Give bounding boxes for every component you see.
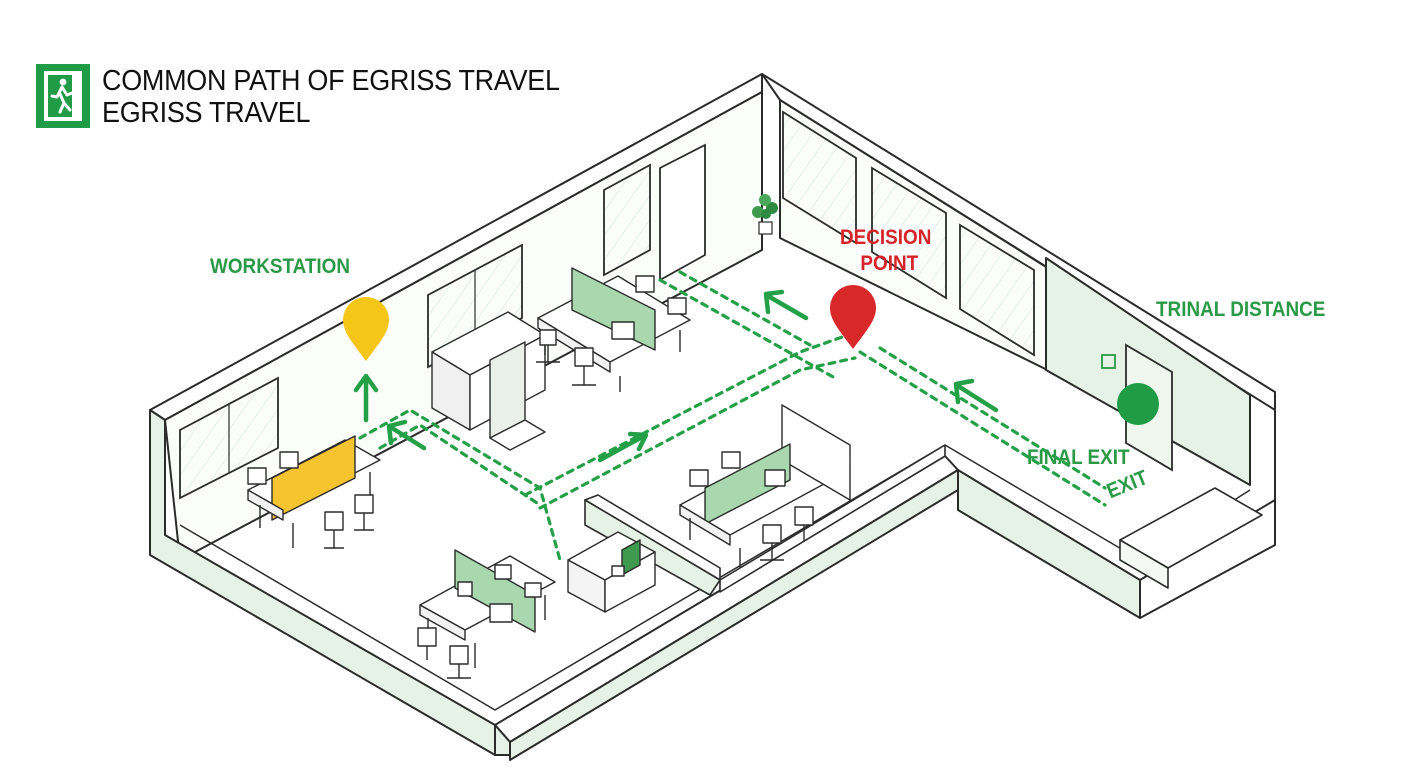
emergency-exit-running-man-icon: [36, 64, 90, 128]
arrow-corridor-icon: [953, 378, 999, 413]
route-left-loop: [358, 408, 562, 562]
partition-right: [719, 444, 946, 593]
workstation-marker: [343, 297, 389, 361]
page-title: COMMON PATH OF EGRISS TRAVEL: [102, 65, 560, 97]
desk-cluster-middle: [679, 404, 851, 568]
decision-point-marker: [830, 285, 876, 349]
plant: [752, 194, 778, 235]
route-arrows: [353, 289, 999, 463]
egress-route: [358, 270, 1107, 562]
decision-point-label-line2: POINT: [860, 252, 919, 275]
arrow-main-icon: [597, 431, 649, 463]
arrow-left-loop-icon: [386, 419, 427, 451]
interior-partitions: [584, 444, 1263, 596]
route-left-loop-inner: [378, 423, 542, 507]
partition-middle-face: [584, 499, 721, 596]
route-corridor-inner: [878, 346, 1107, 490]
exit-sign: [1101, 354, 1116, 369]
route-main-inner: [538, 356, 857, 510]
desk-cluster-front: [417, 549, 556, 679]
window-back-1: [603, 163, 651, 277]
back-door: [659, 143, 706, 282]
final-exit-marker: [1117, 383, 1159, 425]
decision-point-label-line1: DECISION: [840, 226, 932, 249]
desk-cluster-workstation: [247, 435, 381, 549]
bench-exit-front: [1119, 539, 1169, 589]
decision-point-label: DECISION POINT: [840, 225, 931, 277]
workstation-label: WORKSTATION: [210, 255, 350, 278]
desk-cluster-back: [536, 267, 691, 392]
furniture: [247, 267, 851, 679]
title-block: COMMON PATH OF EGRISS TRAVEL EGRISS TRAV…: [36, 64, 594, 129]
final-exit-label: FINAL EXIT: [1027, 446, 1130, 469]
lounge-booth: [431, 311, 546, 451]
reception-desk: [567, 531, 656, 613]
arrow-back-icon: [763, 289, 809, 321]
route-back: [658, 278, 837, 380]
window-right-3: [959, 223, 1035, 357]
window-right-1: [782, 110, 857, 245]
page-subtitle: EGRISS TRAVEL: [102, 97, 311, 129]
route-main: [523, 333, 850, 497]
arrow-up-workstation-icon: [353, 373, 379, 423]
route-back-inner: [678, 270, 812, 347]
trinal-distance-label: TRINAL DISTANCE: [1156, 298, 1326, 321]
window-right-2: [871, 166, 947, 300]
route-corridor: [858, 350, 1107, 507]
